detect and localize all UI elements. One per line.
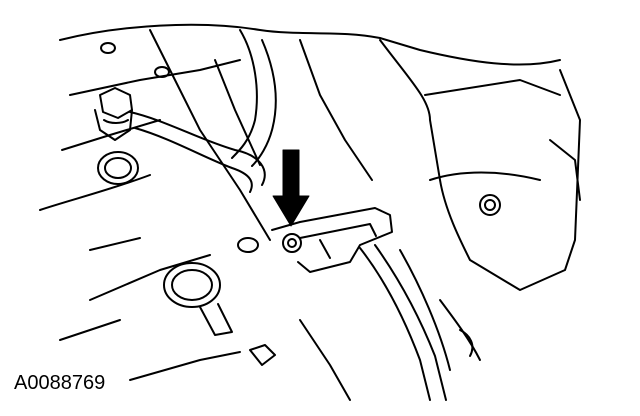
- cover-bolt-hole: [479, 194, 501, 216]
- wiring-harness: [359, 244, 481, 401]
- wiring-bracket: [271, 207, 393, 273]
- down-arrow-icon: [272, 149, 310, 227]
- bracket-bolt: [282, 233, 302, 253]
- fitting-nut: [94, 87, 133, 141]
- side-cover-plate: [379, 39, 581, 291]
- ports: [97, 42, 259, 336]
- engine-block-outline: [39, 23, 561, 341]
- figure-id-label: A0088769: [14, 372, 106, 394]
- oil-filler-cap: [163, 262, 221, 308]
- vacuum-hose: [129, 29, 277, 193]
- lower-hardware: [89, 237, 474, 401]
